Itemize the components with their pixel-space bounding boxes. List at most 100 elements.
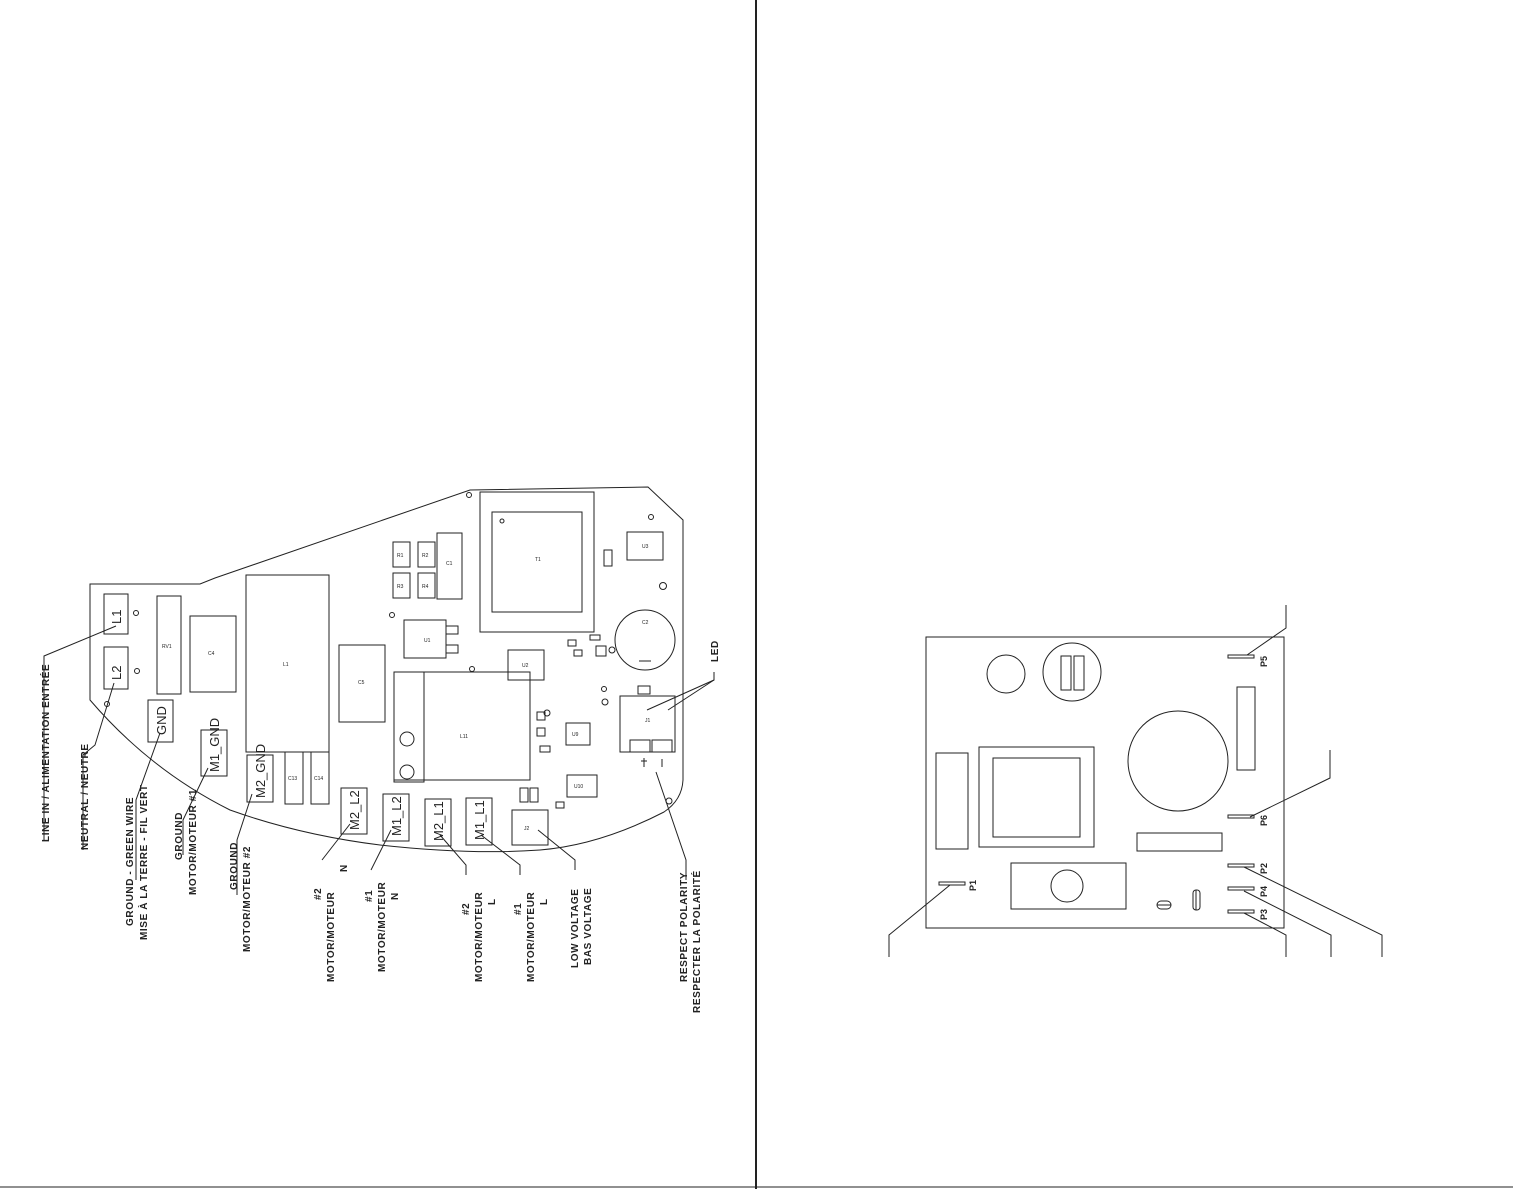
pin-p5 [1227,654,1255,659]
transformer-outer [978,746,1095,848]
component-c5-label: C5 [358,680,365,686]
component-r4 [417,572,436,599]
component-u3-label: U3 [642,544,649,550]
left-callouts: LINE IN / ALIMENTATION ENTRÉE NEUTRAL / … [39,640,721,1013]
callout-m2l-2: MOTOR/MOTEUR [474,891,485,982]
callout-ground-m1-1: GROUND [174,812,185,860]
component-t1-label: T1 [535,557,541,563]
polarity-marks [641,758,663,767]
callout-ground-m2-1: GROUND [229,842,240,890]
pad-m1-l2 [382,793,410,842]
left-circuit-board: L1 L2 GND M1_GND M2_GND M2_L2 M1_L2 M2_L… [89,486,684,853]
pin-p1 [938,881,966,886]
component-c4-label: C4 [208,651,215,657]
regulator-hole [1050,869,1084,903]
component-j1 [619,695,676,753]
component-c5 [338,644,386,723]
callout-polarity-2: RESPECTER LA POLARITÉ [690,870,703,1013]
component-u3 [626,531,664,561]
component-u1 [403,619,447,659]
component-r1 [392,541,411,568]
component-u10-label: U10 [574,784,583,790]
callout-m1n-1: #1 [364,890,375,902]
component-u2 [507,649,545,681]
component-l11-left-block [393,671,425,783]
board-outline [89,486,684,853]
component-j2 [511,809,549,846]
callout-ground-green-2: MISE À LA TERRE - FIL VERT [137,784,150,940]
component-r2-label: R2 [422,553,429,559]
callout-m1l-2: MOTOR/MOTEUR [526,891,537,982]
callout-m2n-1: #2 [313,888,324,900]
component-c2-label: C2 [642,620,649,626]
callout-polarity-1: RESPECT POLARITY [679,872,690,982]
component-r4-label: R4 [422,584,429,590]
callout-m2l-1: #2 [461,903,472,915]
pad-l2-label: L2 [109,666,124,680]
capacitor-large [1127,710,1229,812]
callout-m1n-3: N [390,892,401,900]
pad-m2-l1 [424,798,452,847]
callout-neutral: NEUTRAL / NEUTRE [80,743,91,850]
pad-m1-l1 [465,797,493,846]
pin-p2 [1227,863,1255,868]
right-leader-lines [888,605,1383,957]
component-j1-label: J1 [645,718,651,724]
pin-p6 [1227,814,1255,819]
component-c2 [614,609,676,671]
l11-mount-hole-1 [399,731,415,747]
component-l1-label: L1 [283,662,289,668]
component-strip-mid [1136,832,1223,852]
board-outline-right [925,636,1285,929]
pin-p2-label: P2 [1259,863,1269,874]
connector-strip-right [1236,686,1256,771]
pad-m1-gnd-label: M1_GND [207,718,222,772]
component-c1 [436,532,463,600]
component-c4 [189,615,237,693]
component-u1-label: U1 [424,638,431,644]
left-leader-lines [43,625,715,895]
component-r1-label: R1 [397,553,404,559]
component-j2-label: J2 [524,826,530,832]
component-t1 [479,491,595,633]
callout-ground-green-1: GROUND - GREEN WIRE [125,797,136,926]
pad-m2-l2-label: M2_L2 [347,790,362,830]
regulator-block [1010,862,1127,910]
pad-m2-l2 [340,787,368,835]
pad-m2-l1-label: M2_L1 [431,801,446,841]
pin-p3-label: P3 [1259,909,1269,920]
component-c1-label: C1 [446,561,453,567]
callout-m2n-3: N [339,864,350,872]
component-r3 [392,572,411,599]
component-block-left [935,752,969,850]
pad-m1-gnd [200,729,228,777]
callout-m1l-3: L [539,898,550,905]
pad-m1-l1-label: M1_L1 [472,800,487,840]
component-u2-label: U2 [522,663,529,669]
pin-p4-label: P4 [1259,886,1269,897]
component-c13-label: C13 [288,776,297,782]
l11-mount-hole-2 [399,764,415,780]
callout-ground-m2-2: MOTOR/MOTEUR #2 [242,846,253,952]
callout-low-voltage-1: LOW VOLTAGE [570,888,581,968]
callout-ground-m1-2: MOTOR/MOTEUR #1 [188,789,199,895]
component-r2 [417,541,436,568]
pad-gnd-label: GND [154,706,169,735]
component-u10 [566,774,598,798]
transformer-inner [992,757,1081,838]
pad-gnd [147,699,174,743]
component-l11 [393,671,531,781]
callout-led: LED [710,640,721,662]
pin-p6-label: P6 [1259,815,1269,826]
component-c14 [310,751,330,805]
component-t1-core [491,511,583,613]
callout-m2l-3: L [487,898,498,905]
pad-l2 [103,646,129,690]
pad-m2-gnd [246,754,274,803]
component-rv1-label: RV1 [162,644,172,650]
pad-l1-label: L1 [109,610,124,624]
pin-p3 [1227,909,1255,914]
pin-p1-label: P1 [968,880,978,891]
callout-m1l-1: #1 [513,903,524,915]
